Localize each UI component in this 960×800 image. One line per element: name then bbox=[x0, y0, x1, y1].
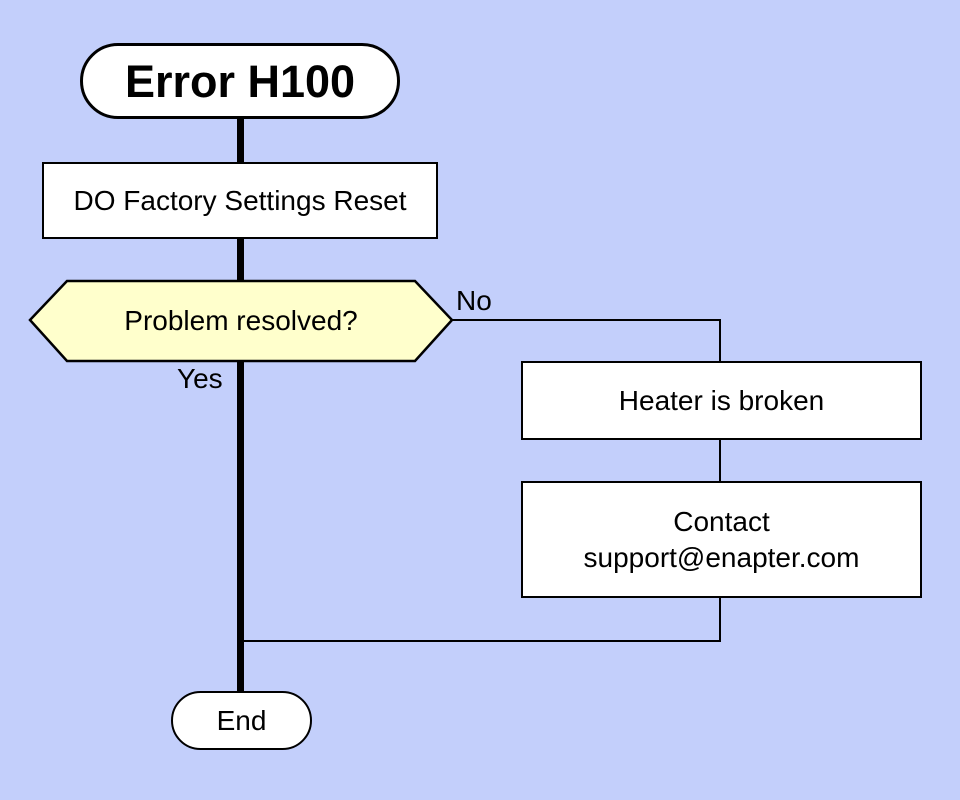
edge-label-no: No bbox=[456, 285, 492, 316]
edge-no-vertical bbox=[719, 319, 721, 363]
decision-hexagon-shape bbox=[28, 279, 454, 363]
node-end-terminator: End bbox=[171, 691, 312, 750]
edge-no-horizontal bbox=[451, 319, 721, 321]
node-problem-resolved-decision: Problem resolved? bbox=[124, 304, 358, 336]
edge-return-vertical bbox=[719, 597, 721, 642]
node-heater-broken-process: Heater is broken bbox=[521, 361, 922, 440]
edge-reset-to-decision bbox=[237, 238, 244, 283]
edge-return-horizontal bbox=[241, 640, 721, 642]
node-start-terminator: Error H100 bbox=[80, 43, 400, 119]
edge-yes-main-line bbox=[237, 358, 244, 692]
edge-heater-to-contact bbox=[719, 439, 721, 482]
edge-start-to-reset bbox=[237, 117, 244, 163]
node-factory-reset-process: DO Factory Settings Reset bbox=[42, 162, 438, 239]
node-contact-support-process: Contact support@enapter.com bbox=[521, 481, 922, 598]
edge-label-yes: Yes bbox=[177, 363, 223, 394]
